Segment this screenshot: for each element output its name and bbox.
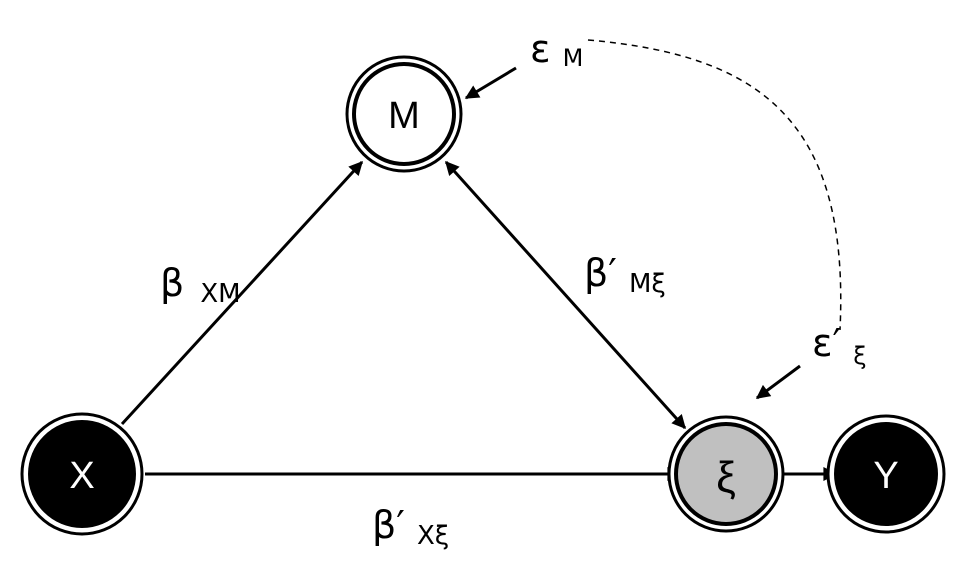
edge-m-to-xi (444, 160, 687, 430)
error-label-m-symbol: ε (530, 27, 551, 71)
edge-label-mxi-symbol: β′ (584, 251, 617, 295)
edge-label-xm: β XM (160, 261, 241, 309)
error-label-xi-subscript: ξ (853, 342, 866, 370)
error-label-m: ε M (530, 27, 583, 72)
edge-x-to-m (120, 160, 364, 426)
node-xi-label: ξ (716, 453, 736, 502)
edge-label-xxi: β′ Xξ (372, 503, 449, 551)
edge-label-mxi: β′ Mξ (584, 251, 666, 299)
edge-label-xm-subscript: XM (200, 279, 240, 309)
error-label-xi: ε′ ξ (812, 321, 867, 370)
edge-label-xxi-subscript: Xξ (417, 521, 449, 551)
node-m: M (345, 55, 463, 173)
error-covariance-curve (587, 39, 842, 331)
node-m-label: M (388, 95, 420, 137)
node-y-label: Y (873, 455, 898, 497)
node-y: Y (826, 414, 946, 534)
node-x-label: X (69, 455, 94, 497)
error-label-m-subscript: M (563, 44, 584, 72)
error-arrow-m (464, 66, 517, 100)
edge-label-xm-symbol: β (160, 261, 184, 305)
node-x: X (20, 412, 144, 536)
edge-label-mxi-subscript: Mξ (629, 269, 666, 299)
edge-label-xxi-symbol: β′ (372, 503, 405, 547)
error-arrow-xi (755, 364, 801, 400)
error-label-xi-symbol: ε′ (812, 321, 841, 365)
node-xi: ξ (667, 415, 785, 533)
